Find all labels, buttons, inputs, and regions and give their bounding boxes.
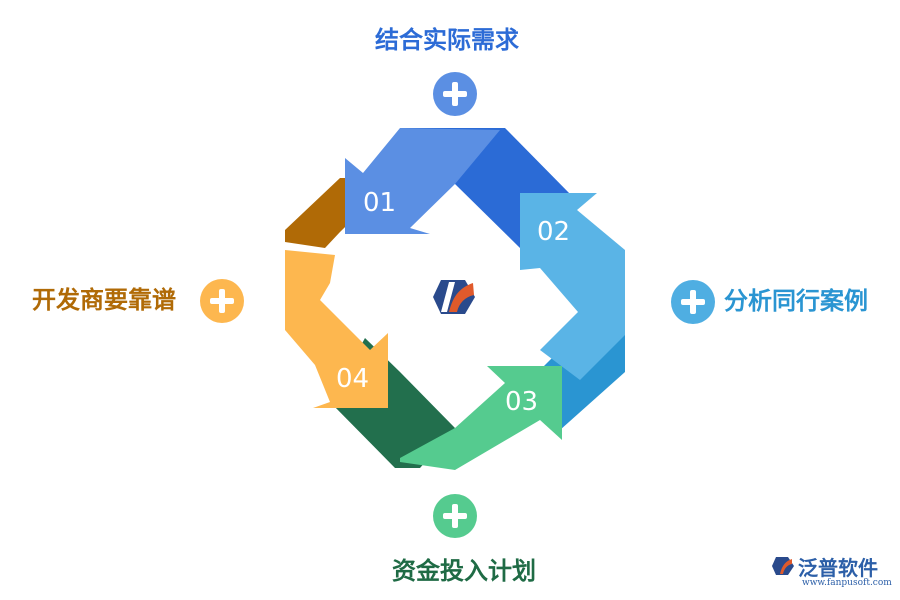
segment-04-arrow [285, 250, 388, 408]
step-01-plus-icon[interactable] [433, 72, 477, 116]
step-03-plus-icon[interactable] [433, 494, 477, 538]
step-01-number: 01 [363, 188, 397, 218]
brand-name: 泛普软件 [798, 556, 878, 580]
brand-watermark: 泛普软件 www.fanpusoft.com [772, 552, 892, 592]
step-03-label: 资金投入计划 [392, 557, 536, 585]
segment-02-arrow [520, 193, 625, 380]
segment-01-arrow [345, 128, 500, 234]
center-logo [433, 280, 475, 314]
step-04-plus-icon[interactable] [200, 279, 244, 323]
step-02-number: 02 [537, 217, 571, 247]
brand-logo-icon [772, 557, 794, 575]
step-04-number: 04 [336, 364, 370, 394]
segment-03-arrow [400, 366, 562, 470]
step-01-label: 结合实际需求 [375, 26, 519, 54]
step-02-label: 分析同行案例 [724, 287, 868, 315]
brand-url: www.fanpusoft.com [802, 578, 892, 588]
step-04-label: 开发商要靠谱 [32, 286, 176, 314]
step-02-plus-icon[interactable] [671, 280, 715, 324]
step-03-number: 03 [505, 387, 539, 417]
